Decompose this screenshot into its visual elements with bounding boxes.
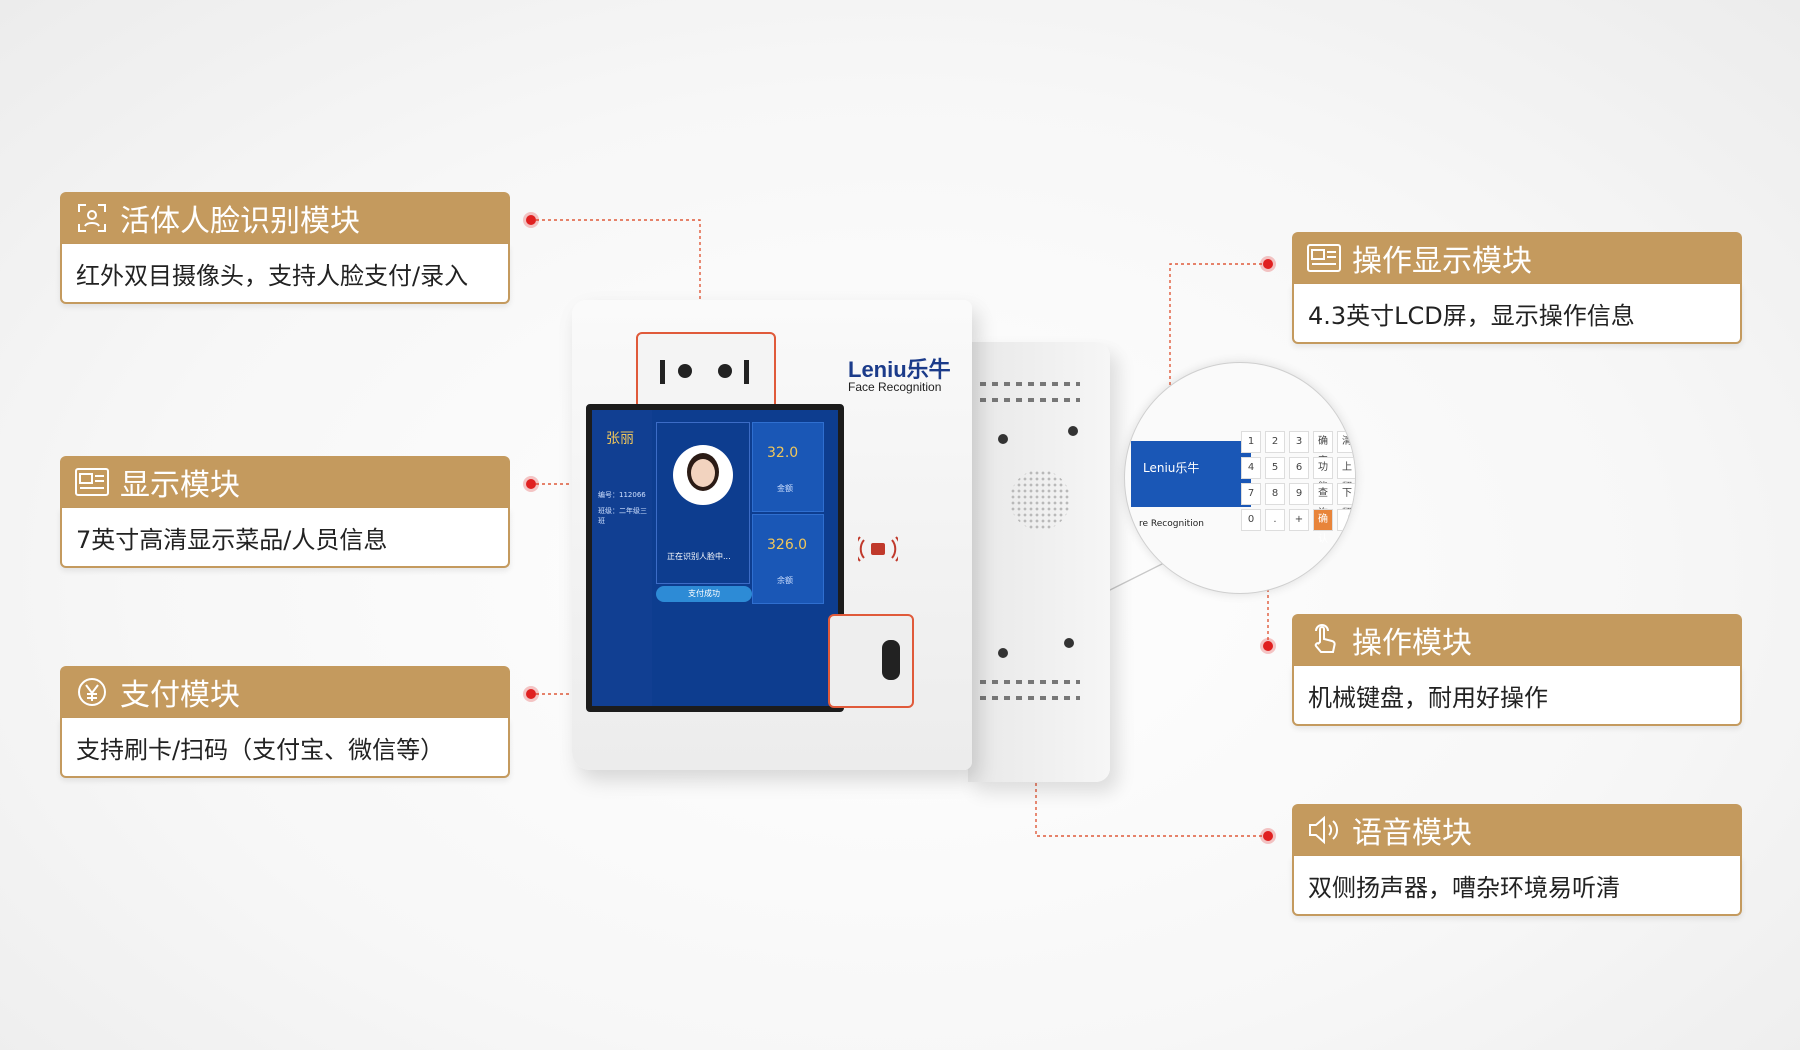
- callout-face-recognition: 活体人脸识别模块 红外双目摄像头，支持人脸支付/录入: [60, 192, 510, 304]
- zoom-subtitle: re Recognition: [1139, 519, 1204, 529]
- callout-title: 语音模块: [1352, 816, 1472, 851]
- keypad-key[interactable]: 确定: [1313, 431, 1333, 467]
- screw: [1068, 426, 1078, 436]
- device-side-panel: [968, 342, 1110, 782]
- marker-dot: [1263, 831, 1273, 841]
- callout-desc: 机械键盘，耐用好操作: [1308, 683, 1548, 712]
- keypad-key[interactable]: 9: [1289, 483, 1309, 505]
- marker-dot: [526, 689, 536, 699]
- user-class: 班级：二年级三班: [598, 507, 647, 525]
- yuan-icon: [74, 674, 110, 710]
- amount-value: 32.0: [767, 445, 799, 461]
- face-recognition-terminal: 张丽 编号：112066 班级：二年级三班 正在识别人脸中... 32.0 金额…: [572, 300, 1112, 782]
- callout-payment: 支付模块 支持刷卡/扫码（支付宝、微信等）: [60, 666, 510, 778]
- keypad-key[interactable]: 确认: [1313, 509, 1333, 545]
- callout-desc: 7英寸高清显示菜品/人员信息: [76, 525, 388, 554]
- keypad-key[interactable]: 2: [1265, 431, 1285, 453]
- display-icon: [1306, 240, 1342, 276]
- brand-subtitle: Face Recognition: [848, 380, 942, 394]
- marker-dot: [1263, 259, 1273, 269]
- face-scan-icon: [74, 200, 110, 236]
- keypad-key[interactable]: 1: [1241, 431, 1261, 453]
- callout-desc: 4.3英寸LCD屏，显示操作信息: [1308, 301, 1635, 330]
- keypad-key[interactable]: [1337, 509, 1355, 531]
- recognition-status: 正在识别人脸中...: [667, 552, 731, 561]
- camera-lens: [678, 364, 692, 378]
- screw: [998, 434, 1008, 444]
- zoom-brand: Leniu乐牛: [1143, 461, 1200, 475]
- keypad-key[interactable]: 6: [1289, 457, 1309, 479]
- keypad-key[interactable]: 上翻: [1337, 457, 1355, 493]
- keypad-key[interactable]: 8: [1265, 483, 1285, 505]
- avatar: [673, 445, 733, 505]
- dual-camera: [636, 332, 776, 412]
- vent: [980, 680, 1080, 684]
- nfc-icon: [858, 536, 898, 562]
- marker-dot: [526, 479, 536, 489]
- callout-title: 操作模块: [1352, 626, 1472, 661]
- vent: [980, 382, 1080, 386]
- user-id: 编号：112066: [598, 491, 646, 499]
- keypad-key[interactable]: 0: [1241, 509, 1261, 531]
- device-front-panel: 张丽 编号：112066 班级：二年级三班 正在识别人脸中... 32.0 金额…: [572, 300, 972, 770]
- camera-lens: [718, 364, 732, 378]
- keypad-key[interactable]: 4: [1241, 457, 1261, 479]
- vent: [980, 398, 1080, 402]
- callout-title: 显示模块: [120, 468, 240, 503]
- brand-logo: Leniu乐牛: [848, 357, 951, 382]
- keypad-key[interactable]: .: [1265, 509, 1285, 531]
- keypad-key[interactable]: 5: [1265, 457, 1285, 479]
- keypad-key[interactable]: 查询: [1313, 483, 1333, 519]
- callout-desc: 支持刷卡/扫码（支付宝、微信等）: [76, 735, 445, 764]
- balance-card: 326.0 余额: [752, 514, 824, 604]
- keypad-key[interactable]: 7: [1241, 483, 1261, 505]
- main-screen: 张丽 编号：112066 班级：二年级三班 正在识别人脸中... 32.0 金额…: [586, 404, 844, 712]
- keypad-key[interactable]: 功能: [1313, 457, 1333, 493]
- user-name: 张丽: [606, 431, 634, 447]
- mechanical-keypad: 123确定清 456功能上翻 789查询下翻 0.+确认: [1241, 431, 1355, 545]
- speaker-grill: [1010, 470, 1070, 530]
- callout-operation-display: 操作显示模块 4.3英寸LCD屏，显示操作信息: [1292, 232, 1742, 344]
- balance-value: 326.0: [767, 537, 808, 553]
- keypad-key[interactable]: 3: [1289, 431, 1309, 453]
- marker-dot: [526, 215, 536, 225]
- callout-title: 活体人脸识别模块: [120, 204, 360, 239]
- keypad-key[interactable]: 清: [1337, 431, 1355, 453]
- callout-title: 支付模块: [120, 678, 240, 713]
- lcd-screen: [1131, 441, 1251, 507]
- callout-desc: 双侧扬声器，嘈杂环境易听清: [1308, 873, 1620, 902]
- pay-success-button[interactable]: 支付成功: [656, 586, 752, 602]
- screw: [1064, 638, 1074, 648]
- keypad-zoom: Leniu乐牛 re Recognition 123确定清 456功能上翻 789查…: [1124, 362, 1356, 594]
- marker-dot: [1263, 641, 1273, 651]
- hand-pointer-icon: [1306, 622, 1342, 658]
- keypad-key[interactable]: +: [1289, 509, 1309, 531]
- callout-display: 显示模块 7英寸高清显示菜品/人员信息: [60, 456, 510, 568]
- display-icon: [74, 464, 110, 500]
- amount-card: 32.0 金额: [752, 422, 824, 512]
- vent: [980, 696, 1080, 700]
- amount-label: 金额: [777, 484, 793, 493]
- keypad-key[interactable]: 下翻: [1337, 483, 1355, 519]
- face-frame: 正在识别人脸中...: [656, 422, 750, 584]
- callout-operation: 操作模块 机械键盘，耐用好操作: [1292, 614, 1742, 726]
- callout-title: 操作显示模块: [1352, 244, 1532, 279]
- callout-voice: 语音模块 双侧扬声器，嘈杂环境易听清: [1292, 804, 1742, 916]
- callout-desc: 红外双目摄像头，支持人脸支付/录入: [76, 261, 469, 290]
- qr-scanner: [828, 614, 914, 708]
- balance-label: 余额: [777, 576, 793, 585]
- speaker-icon: [1306, 812, 1342, 848]
- screw: [998, 648, 1008, 658]
